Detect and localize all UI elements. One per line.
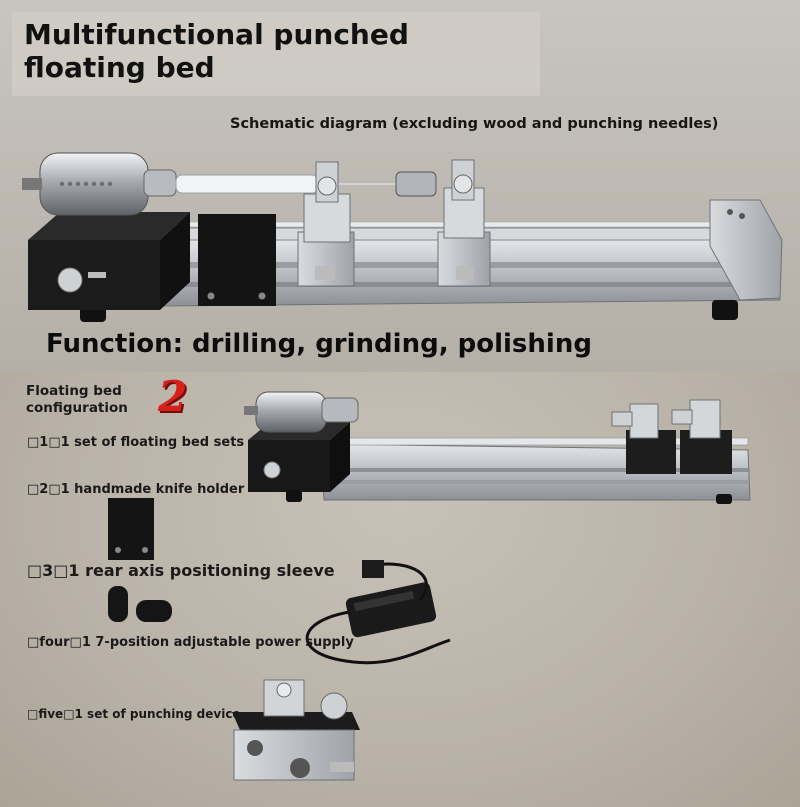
floating-bed-main-illustration bbox=[22, 152, 783, 322]
config-item-1: □1□1 set of floating bed sets bbox=[27, 435, 245, 450]
function-heading: Function: drilling, grinding, polishing bbox=[46, 329, 592, 359]
configuration-heading-line2: configuration bbox=[26, 400, 128, 416]
config-item-2: □2□1 handmade knife holder bbox=[27, 482, 245, 497]
schematic-caption: Schematic diagram (excluding wood and pu… bbox=[230, 116, 719, 132]
config-item-5: □five□1 set of punching device bbox=[27, 707, 241, 721]
configuration-heading-line1: Floating bed bbox=[26, 383, 122, 399]
config-item-4: □four□1 7-position adjustable power supp… bbox=[27, 635, 354, 650]
configuration-number-badge: 2 bbox=[158, 372, 188, 421]
configuration-heading: Floating bed configuration bbox=[26, 383, 128, 417]
title-banner bbox=[12, 12, 540, 96]
page-title: Multifunctional punched floating bed bbox=[24, 18, 409, 84]
config-item-3: □3□1 rear axis positioning sleeve bbox=[27, 561, 335, 580]
